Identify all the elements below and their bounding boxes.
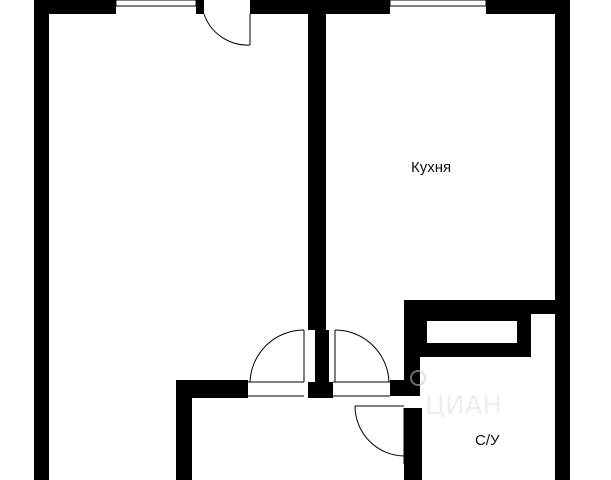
- door-kitchen-swing: [334, 329, 390, 383]
- door-openings: [248, 381, 390, 397]
- wall-top-segment-1: [34, 0, 116, 14]
- room-label-bathroom: С/У: [475, 432, 500, 449]
- wall-corridor-right: [390, 380, 420, 396]
- watermark-logo-icon: [410, 370, 426, 386]
- door-top: [203, 13, 251, 46]
- wall-bathroom-niche: [413, 307, 531, 357]
- door-room-swing: [249, 329, 305, 383]
- wall-center-upper: [308, 0, 326, 330]
- door-kitchen: [334, 329, 390, 383]
- watermark: ЦИАН: [410, 370, 502, 421]
- door-top-swing: [203, 13, 251, 46]
- wall-center-lower: [315, 330, 329, 390]
- interior-walls: [176, 0, 570, 480]
- window-top-left: [115, 0, 197, 7]
- window-top-right: [389, 0, 487, 7]
- wall-corridor-left: [176, 380, 248, 398]
- door-bathroom-swing: [354, 405, 405, 457]
- wall-corridor-vertical: [176, 380, 192, 480]
- watermark-brand: ЦИАН: [425, 391, 502, 421]
- windows: [115, 0, 487, 7]
- room-label-kitchen: Кухня: [411, 159, 451, 176]
- wall-top-segment-4: [486, 0, 570, 14]
- wall-top-segment-2: [196, 0, 204, 14]
- wall-left-outer: [34, 0, 49, 480]
- door-bathroom: [354, 405, 405, 464]
- door-room: [249, 329, 305, 383]
- wall-bathroom-left-lower: [404, 408, 422, 480]
- wall-right-outer: [555, 0, 570, 480]
